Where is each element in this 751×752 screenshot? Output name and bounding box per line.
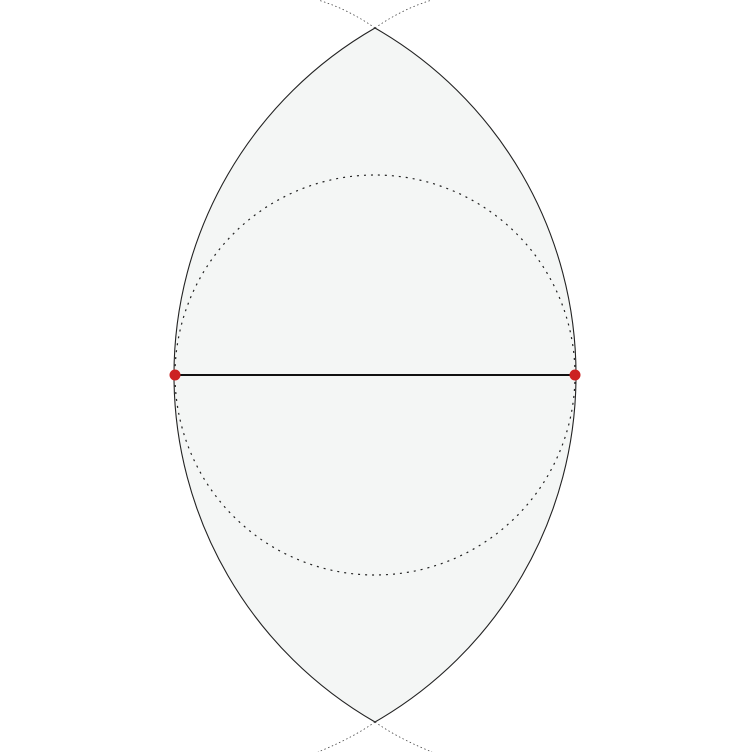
left-endpoint-point[interactable] xyxy=(169,369,181,381)
bottom-arc-extension-right xyxy=(374,721,433,752)
right-endpoint-point[interactable] xyxy=(569,369,581,381)
top-arc-extension-right xyxy=(374,0,433,29)
bottom-arc-extension-left xyxy=(317,721,376,752)
top-arc-extension-left xyxy=(317,0,376,29)
